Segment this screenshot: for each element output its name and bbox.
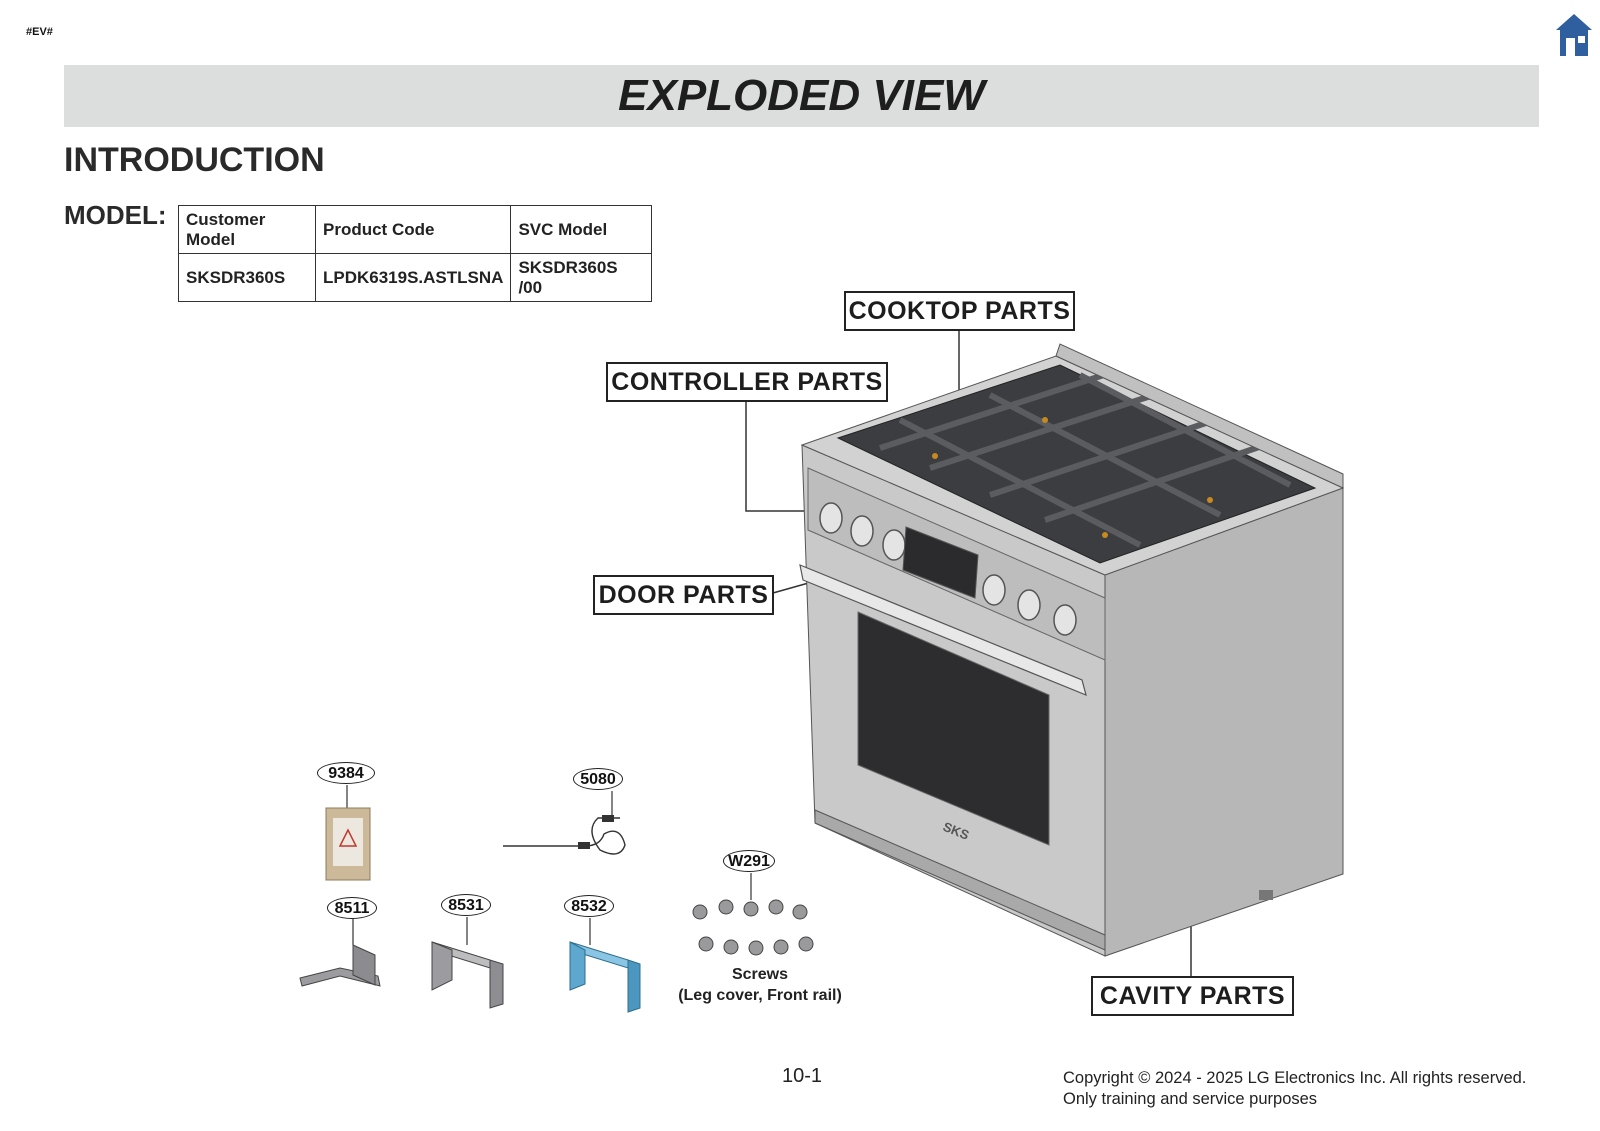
copyright-notice: Copyright © 2024 - 2025 LG Electronics I…	[1063, 1068, 1526, 1110]
copyright-line1: Copyright © 2024 - 2025 LG Electronics I…	[1063, 1069, 1527, 1087]
cell-product-code: LPDK6319S.ASTLSNA	[314, 253, 512, 302]
part-label-5080: 5080	[573, 768, 623, 790]
cavity-parts-button[interactable]: CAVITY PARTS	[1091, 976, 1294, 1016]
page-title: EXPLODED VIEW	[618, 71, 985, 120]
copyright-line2: Only training and service purposes	[1063, 1090, 1318, 1108]
home-icon[interactable]	[1554, 12, 1594, 58]
part-label-8532: 8532	[564, 895, 614, 917]
title-banner	[64, 65, 1539, 127]
cell-customer-model: SKSDR360S	[178, 253, 316, 302]
screws-caption: Screws (Leg cover, Front rail)	[660, 964, 860, 1006]
controller-parts-button[interactable]: CONTROLLER PARTS	[606, 362, 888, 402]
header-customer-model: Customer Model	[178, 205, 316, 254]
page-number: 10-1	[782, 1065, 823, 1087]
cell-svc-model: SKSDR360S /00	[510, 253, 653, 302]
model-label: MODEL:	[64, 200, 167, 230]
part-label-8531: 8531	[441, 894, 491, 916]
screws-caption-line2: (Leg cover, Front rail)	[678, 987, 842, 1004]
part-label-8511: 8511	[327, 897, 377, 919]
door-parts-button[interactable]: DOOR PARTS	[593, 575, 774, 615]
table-row: SKSDR360S LPDK6319S.ASTLSNA SKSDR360S /0…	[178, 253, 653, 302]
screws-caption-line1: Screws	[731, 966, 789, 983]
document-tag: #EV#	[26, 26, 53, 38]
cooktop-parts-button[interactable]: COOKTOP PARTS	[844, 291, 1075, 331]
section-heading: INTRODUCTION	[64, 141, 325, 179]
model-table: Customer Model Product Code SVC Model SK…	[178, 205, 653, 302]
part-label-w291: W291	[723, 850, 775, 872]
part-label-9384: 9384	[317, 762, 375, 784]
